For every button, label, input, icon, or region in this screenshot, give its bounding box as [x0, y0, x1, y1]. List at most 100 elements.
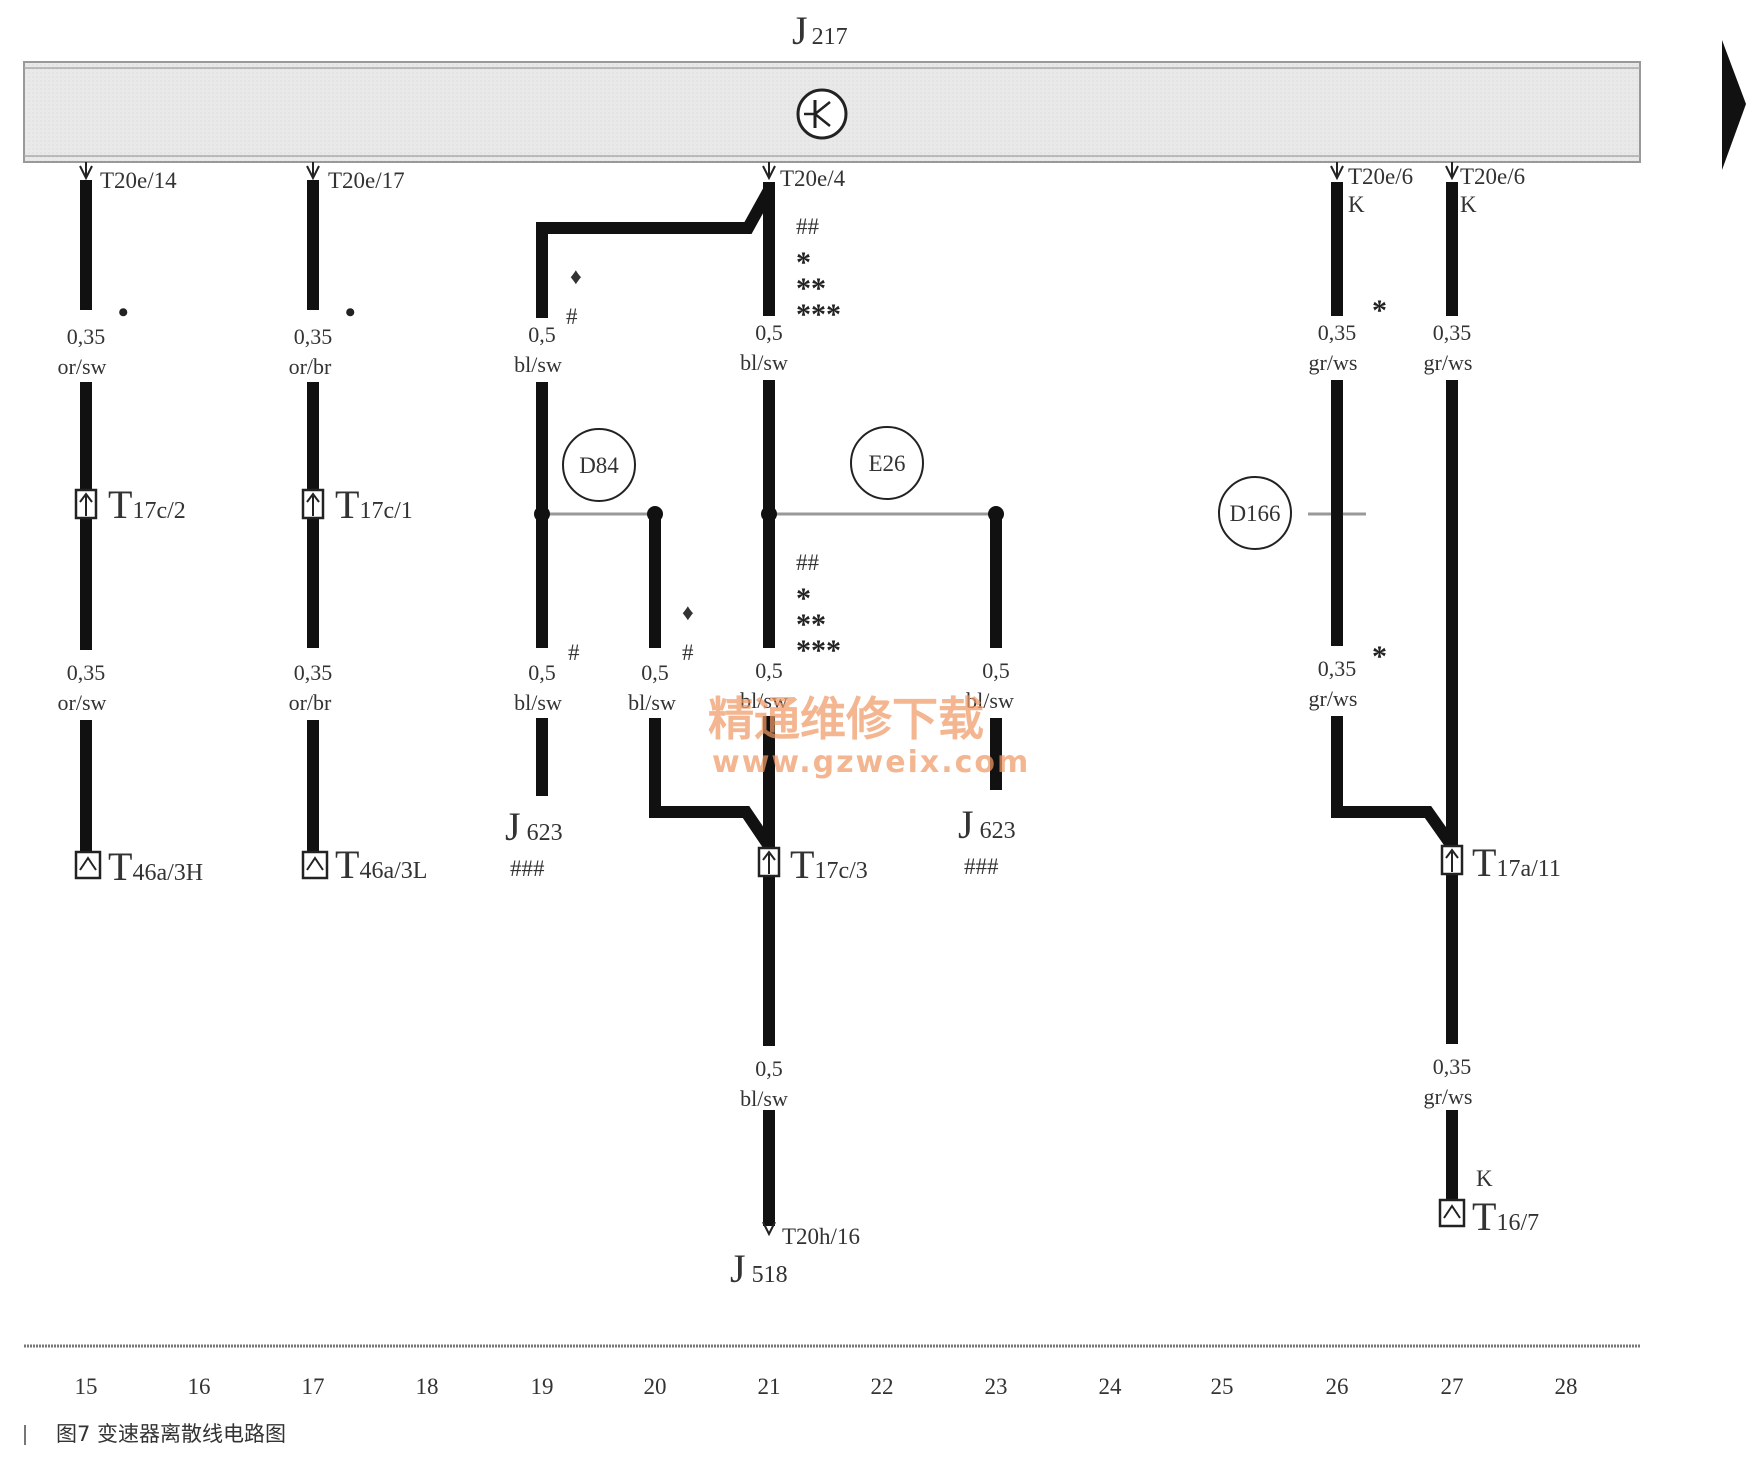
svg-text:#: #: [566, 304, 578, 329]
splice-e26: E26: [850, 426, 924, 500]
svg-text:T17c/3: T17c/3: [790, 842, 868, 887]
pin-label-t20e14: T20e/14: [100, 168, 177, 193]
svg-text:T46a/3L: T46a/3L: [335, 842, 427, 887]
svg-text:0,35: 0,35: [1433, 1054, 1472, 1079]
svg-text:0,5: 0,5: [982, 658, 1010, 683]
svg-text:D166: D166: [1229, 501, 1280, 526]
svg-text:0,5: 0,5: [755, 320, 783, 345]
svg-text:17: 17: [302, 1374, 325, 1399]
pin-label-t20e6-b: T20e/6: [1460, 164, 1525, 189]
splice-d84: D84: [562, 428, 636, 502]
svg-text:or/sw: or/sw: [58, 354, 107, 379]
svg-text:0,35: 0,35: [1318, 320, 1357, 345]
caption-bar: [24, 1425, 26, 1445]
svg-text:T46a/3H: T46a/3H: [108, 844, 203, 889]
svg-text:gr/ws: gr/ws: [1424, 1084, 1473, 1109]
svg-text:26: 26: [1326, 1374, 1349, 1399]
footnote-marks: • • ♦ # ## * ** *** ## * ** *** # ♦ # * …: [118, 214, 1387, 673]
svg-text:or/sw: or/sw: [58, 690, 107, 715]
svg-text:T16/7: T16/7: [1472, 1194, 1539, 1239]
connector-labels: T17c/2 T17c/1 T46a/3H T46a/3L T17c/3 T17…: [108, 482, 1561, 1239]
svg-text:18: 18: [416, 1374, 439, 1399]
svg-text:♦: ♦: [682, 600, 694, 625]
svg-text:###: ###: [964, 854, 999, 879]
svg-text:0,35: 0,35: [67, 660, 106, 685]
svg-text:bl/sw: bl/sw: [514, 690, 562, 715]
svg-text:T17c/2: T17c/2: [108, 482, 186, 527]
svg-text:•: •: [118, 296, 129, 329]
svg-text:27: 27: [1441, 1374, 1464, 1399]
svg-text:22: 22: [871, 1374, 894, 1399]
svg-text:0,35: 0,35: [67, 324, 106, 349]
svg-text:28: 28: [1555, 1374, 1578, 1399]
svg-text:gr/ws: gr/ws: [1309, 686, 1358, 711]
pin-label-t20e6-a: T20e/6: [1348, 164, 1413, 189]
svg-text:T20h/16: T20h/16: [782, 1224, 860, 1249]
svg-text:D84: D84: [579, 453, 619, 478]
svg-text:bl/sw: bl/sw: [740, 350, 788, 375]
k-mark-26: K: [1348, 192, 1365, 217]
svg-text:T17c/1: T17c/1: [335, 482, 413, 527]
pin-arrows: [79, 162, 1459, 181]
connector-arrow-glyphs: [79, 492, 1461, 1219]
svg-text:24: 24: [1099, 1374, 1123, 1399]
svg-text:16: 16: [188, 1374, 211, 1399]
wire-labels: 0,35 or/sw 0,35 or/sw 0,35 or/br 0,35 or…: [58, 320, 1473, 1111]
svg-text:bl/sw: bl/sw: [740, 1086, 788, 1111]
svg-text:E26: E26: [868, 451, 905, 476]
svg-text:15: 15: [75, 1374, 98, 1399]
svg-text:0,5: 0,5: [755, 1056, 783, 1081]
svg-text:♦: ♦: [570, 264, 582, 289]
svg-text:•: •: [345, 296, 356, 329]
svg-text:gr/ws: gr/ws: [1309, 350, 1358, 375]
svg-text:0,35: 0,35: [1318, 656, 1357, 681]
pin-label-t20e17: T20e/17: [328, 168, 405, 193]
svg-text:bl/sw: bl/sw: [628, 690, 676, 715]
svg-text:0,5: 0,5: [641, 660, 669, 685]
splices: [534, 506, 1366, 522]
svg-text:***: ***: [796, 298, 841, 331]
caption-text: 图7 变速器离散线电路图: [56, 1422, 287, 1446]
svg-text:www.gzweix.com: www.gzweix.com: [712, 745, 1030, 780]
svg-text:#: #: [568, 640, 580, 665]
splice-d166: D166: [1218, 476, 1292, 550]
svg-text:20: 20: [644, 1374, 667, 1399]
transistor-symbol-icon: [796, 88, 848, 140]
svg-text:or/br: or/br: [289, 690, 332, 715]
k-mark-27: K: [1460, 192, 1477, 217]
svg-text:##: ##: [796, 550, 820, 575]
svg-text:or/br: or/br: [289, 354, 332, 379]
svg-text:*: *: [796, 246, 811, 279]
svg-text:***: ***: [796, 634, 841, 667]
svg-text:gr/ws: gr/ws: [1424, 350, 1473, 375]
svg-text:*: *: [796, 582, 811, 615]
svg-text:25: 25: [1211, 1374, 1234, 1399]
pin-label-t20e4: T20e/4: [780, 166, 846, 191]
svg-text:*: *: [1372, 294, 1387, 327]
svg-text:19: 19: [531, 1374, 554, 1399]
next-page-arrow-icon[interactable]: [1722, 40, 1746, 170]
watermark: 精通维修下载 www.gzweix.com: [708, 692, 1030, 780]
svg-text:0,5: 0,5: [528, 660, 556, 685]
svg-text:bl/sw: bl/sw: [966, 688, 1014, 713]
grid-numbers: 15 16 17 18 19 20 21 22 23 24 25 26 27 2…: [75, 1374, 1578, 1399]
svg-text:**: **: [796, 608, 826, 641]
svg-text:*: *: [1372, 640, 1387, 673]
svg-text:###: ###: [510, 856, 545, 881]
svg-text:##: ##: [796, 214, 820, 239]
svg-text:0,5: 0,5: [528, 322, 556, 347]
svg-text:bl/sw: bl/sw: [514, 352, 562, 377]
svg-text:21: 21: [758, 1374, 781, 1399]
svg-text:0,35: 0,35: [294, 324, 333, 349]
svg-text:T17a/11: T17a/11: [1472, 840, 1561, 885]
svg-text:**: **: [796, 272, 826, 305]
svg-text:bl/sw: bl/sw: [740, 688, 788, 713]
svg-text:精通维修下载: 精通维修下载: [708, 692, 984, 746]
